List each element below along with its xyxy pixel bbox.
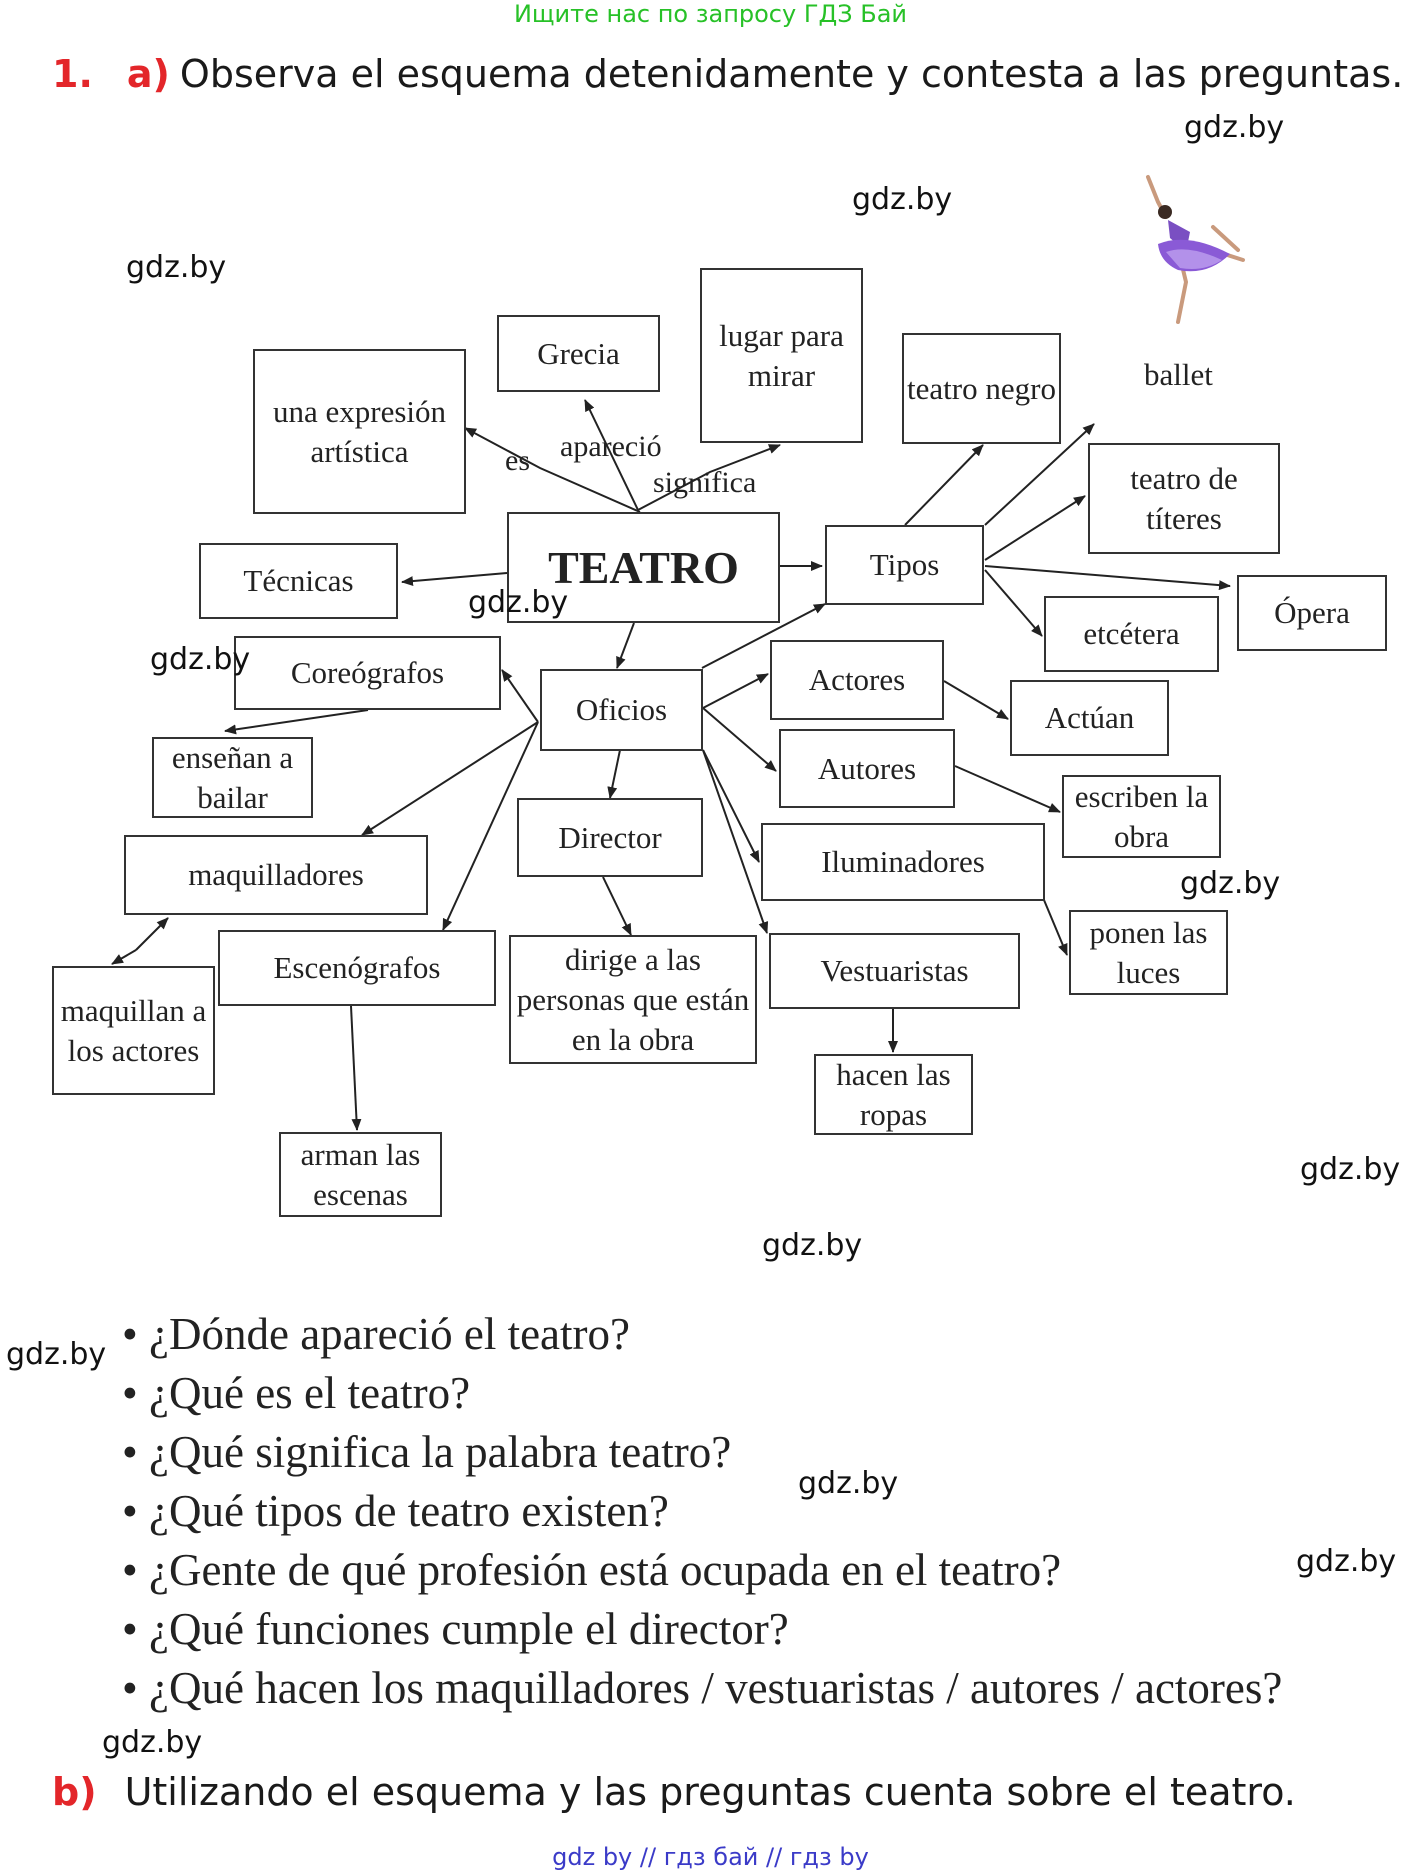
question-item: ¿Qué funciones cumple el director? — [122, 1600, 1282, 1659]
arrow-etcetera — [984, 569, 1043, 637]
node-actores: Actores — [770, 640, 944, 720]
arrow-maquillan — [135, 917, 169, 951]
arrow-oficios — [616, 622, 635, 669]
question-item: ¿Dónde apareció el teatro? — [122, 1305, 1282, 1364]
arrow-iluminadores — [702, 749, 760, 863]
question-item: ¿Qué tipos de teatro existen? — [122, 1482, 1282, 1541]
watermark: gdz.by — [126, 250, 227, 285]
node-autores: Autores — [779, 729, 955, 808]
arrow-escriben — [954, 765, 1061, 813]
arrow-opera — [984, 565, 1231, 591]
node-actuan: Actúan — [1010, 680, 1169, 756]
exercise-part-b: b) Utilizando el esquema y las preguntas … — [52, 1770, 1296, 1814]
node-lugar: lugar para mirar — [700, 268, 863, 443]
watermark: gdz.by — [1180, 866, 1281, 901]
node-opera: Ópera — [1237, 575, 1387, 651]
question-item: ¿Gente de qué profesión está ocupada en … — [122, 1541, 1282, 1600]
node-hacen: hacen las ropas — [814, 1054, 973, 1135]
question-item: ¿Qué hacen los maquilladores / vestuaris… — [122, 1659, 1282, 1718]
arrow-titeres — [984, 495, 1086, 561]
arrow-ballet — [984, 423, 1095, 526]
node-ballet: ballet — [1144, 357, 1213, 392]
node-iluminadores: Iluminadores — [761, 823, 1045, 901]
node-ponen: ponen las luces — [1069, 910, 1228, 995]
question-item: ¿Qué es el teatro? — [122, 1364, 1282, 1423]
instruction-b: Utilizando el esquema y las preguntas cu… — [124, 1770, 1296, 1814]
node-escenografos: Escenógrafos — [218, 930, 496, 1006]
ballerina-illustration — [1146, 175, 1245, 324]
question-item: ¿Qué significa la palabra teatro? — [122, 1423, 1282, 1482]
node-maquillan: maquillan a los actores — [52, 966, 215, 1095]
watermark: gdz.by — [1184, 110, 1285, 145]
instruction-a: Observa el esquema detenidamente y conte… — [179, 52, 1404, 96]
arrow-actores — [702, 673, 769, 709]
arrow-dirige — [602, 876, 632, 936]
watermark: gdz.by — [468, 585, 569, 620]
node-arman: arman las escenas — [279, 1132, 442, 1217]
node-escriben: escriben la obra — [1062, 775, 1221, 858]
arrow-teatro-negro — [904, 444, 984, 526]
node-expresion: una expresión artística — [253, 349, 466, 514]
arrow-actuan — [943, 680, 1009, 720]
node-tecnicas: Técnicas — [199, 543, 398, 619]
arrow-ponen — [1043, 899, 1068, 956]
arrow-maquillan-back — [111, 949, 137, 965]
arrow-autores — [702, 707, 777, 772]
arrow-coreografos — [501, 669, 539, 723]
arrow-aparecio — [584, 399, 639, 511]
node-grecia: Grecia — [497, 315, 660, 392]
footer-links[interactable]: gdz by // гдз бай // гдз by — [552, 1843, 869, 1871]
arrow-oficios-tipos — [701, 603, 826, 669]
part-b-label: b) — [52, 1770, 97, 1814]
node-coreografos: Coreógrafos — [234, 636, 501, 710]
arrow-es — [464, 427, 641, 513]
node-maquilladores: maquilladores — [124, 835, 428, 915]
edge-label-es: es — [505, 444, 530, 477]
node-etcetera: etcétera — [1044, 596, 1219, 672]
questions-list: ¿Dónde apareció el teatro? ¿Qué es el te… — [122, 1305, 1282, 1718]
watermark: gdz.by — [150, 642, 251, 677]
arrow-tecnicas — [401, 572, 508, 587]
arrow-director — [607, 749, 621, 799]
watermark: gdz.by — [798, 1466, 899, 1501]
node-oficios: Oficios — [540, 669, 703, 751]
node-titeres: teatro de títeres — [1088, 443, 1280, 554]
arrow-escenografos — [442, 721, 539, 931]
edge-label-significa: significa — [653, 466, 757, 499]
arrow-maquilladores — [361, 721, 539, 836]
exercise-heading: 1. a)Observa el esquema detenidamente y c… — [52, 52, 1403, 96]
watermark: gdz.by — [6, 1337, 107, 1372]
arrow-ensenan — [224, 709, 369, 735]
watermark: gdz.by — [102, 1725, 203, 1760]
exercise-number: 1. — [52, 52, 93, 96]
arrow-arman — [350, 1005, 362, 1131]
part-a-label: a) — [126, 52, 170, 96]
node-dirige: dirige a las personas que están en la ob… — [509, 935, 757, 1064]
watermark: gdz.by — [1300, 1152, 1401, 1187]
edge-label-aparecio: apareció — [560, 430, 662, 463]
node-teatro-negro: teatro negro — [902, 333, 1061, 444]
node-vestuaristas: Vestuaristas — [769, 933, 1020, 1009]
watermark: gdz.by — [852, 182, 953, 217]
watermark: gdz.by — [1296, 1544, 1397, 1579]
watermark: gdz.by — [762, 1228, 863, 1263]
node-director: Director — [517, 798, 703, 877]
node-teatro: TEATRO — [507, 512, 780, 623]
node-tipos: Tipos — [825, 525, 984, 605]
node-ensenan: enseñan a bailar — [152, 737, 313, 818]
arrow-significa — [637, 444, 781, 511]
top-search-hint[interactable]: Ищите нас по запросу ГДЗ Бай — [513, 0, 908, 28]
arrow-vestuaristas — [702, 749, 769, 934]
